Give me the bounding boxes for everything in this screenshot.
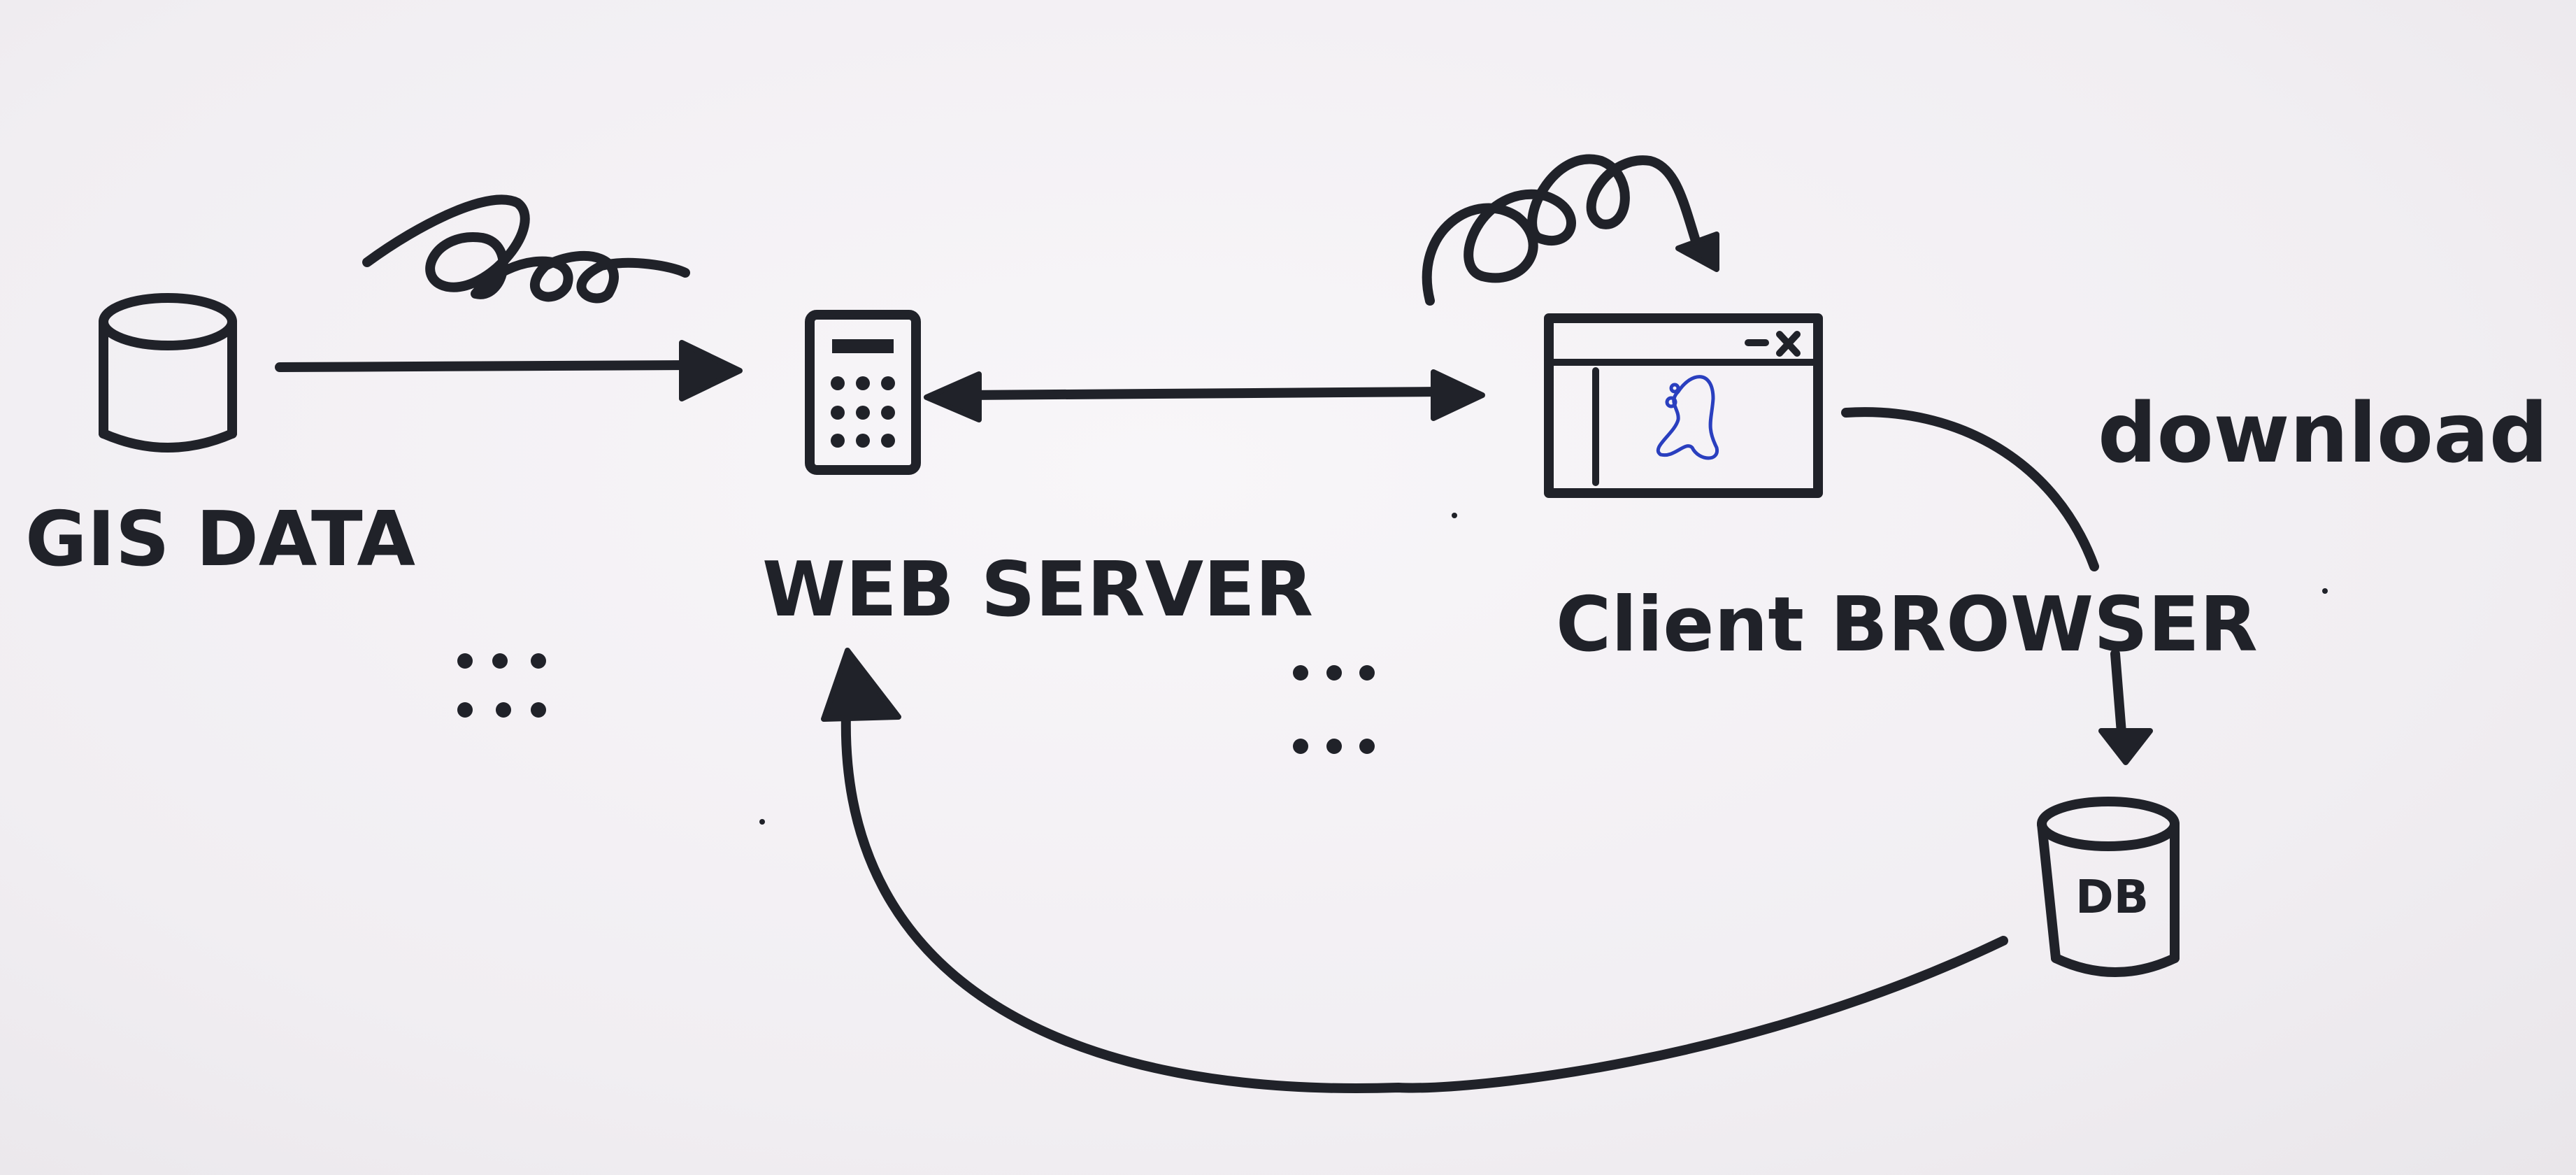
paper-speck — [759, 819, 765, 825]
db-node: DB — [2037, 797, 2180, 977]
gis-data-node: GIS DATA — [25, 293, 415, 583]
ellipsis-dots-right — [1293, 665, 1375, 754]
paper-speck — [1452, 513, 1457, 518]
data-transfer-scribble — [362, 194, 690, 304]
gis-data-cylinder-icon — [99, 293, 237, 453]
server-client-bidirectional-arrow — [924, 369, 1485, 422]
browser-window-icon — [1544, 313, 1823, 498]
server-device-icon — [805, 310, 921, 475]
client-browser-label: Client BROWSER — [1556, 581, 2258, 669]
browser-content-doodle — [1656, 375, 1719, 460]
db-to-server-return-arrow — [821, 648, 2008, 1093]
gis-data-label: GIS DATA — [25, 496, 415, 583]
web-server-label: WEB SERVER — [762, 546, 1313, 634]
browser-close-icon — [1776, 331, 1801, 357]
ellipsis-dots-left — [457, 653, 546, 718]
client-browser-node: Client BROWSER — [1544, 313, 2258, 669]
client-to-db-download-arrow — [1841, 407, 2153, 765]
gis-to-server-arrow — [275, 340, 743, 401]
web-server-node: WEB SERVER — [762, 310, 1313, 634]
db-label: DB — [2075, 870, 2149, 924]
download-edge-label: download — [2098, 385, 2548, 481]
paper-speck — [2322, 588, 2328, 594]
client-refresh-swirl-arrow — [1422, 154, 1719, 306]
db-cylinder-icon — [2037, 797, 2180, 977]
